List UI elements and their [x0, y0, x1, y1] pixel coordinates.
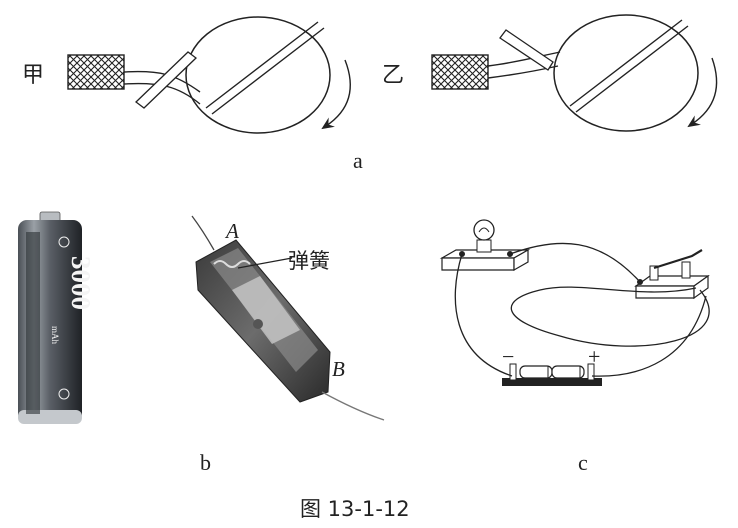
- caption-c: c: [578, 450, 588, 475]
- yi-wire: [487, 51, 561, 67]
- yi-chord: [569, 19, 689, 113]
- spring-pointer: [237, 257, 293, 269]
- spring: [213, 260, 251, 268]
- panel-a-jia: 甲: [22, 16, 351, 134]
- battery-plus-mark: [58, 236, 70, 248]
- yi-handle: [431, 54, 489, 90]
- yi-strip: [499, 29, 554, 71]
- caption-a: a: [353, 148, 363, 173]
- bulb-icon: [473, 219, 495, 241]
- panel-a-yi: 乙: [382, 14, 718, 132]
- battery-pack: [502, 363, 602, 386]
- battery-unit: mAh: [50, 326, 60, 345]
- point-b-label: B: [332, 357, 345, 381]
- jia-rotation-arrow: [321, 59, 351, 130]
- switch: [634, 249, 710, 300]
- panel-b: 3000 mAh A B 弹簧 b: [18, 211, 385, 475]
- minus-sign: −: [502, 344, 514, 369]
- bulb-board: [439, 219, 531, 272]
- label-yi: 乙: [382, 63, 404, 88]
- jia-handle: [67, 54, 125, 90]
- battery-holder: [191, 215, 385, 421]
- wire-a: [191, 215, 215, 251]
- battery-capacity: 3000: [66, 256, 96, 310]
- figure-caption: 图 13-1-12: [300, 497, 410, 521]
- battery-minus-mark: [58, 388, 70, 400]
- wire-b: [321, 391, 385, 421]
- cell-1: [519, 365, 553, 379]
- jia-loop: [185, 16, 331, 134]
- circuit-wire-bulb-switch: [509, 242, 641, 283]
- label-jia: 甲: [22, 63, 44, 88]
- plus-sign: +: [588, 344, 600, 369]
- switch-lever: [653, 249, 703, 270]
- circuit-wire-bulb-minus: [454, 253, 513, 377]
- jia-strip: [134, 51, 198, 109]
- panel-c: − + c: [439, 219, 710, 475]
- circuit-wire-plus: [591, 295, 707, 377]
- spring-label: 弹簧: [288, 249, 330, 273]
- yi-loop: [553, 14, 699, 132]
- jia-chord: [205, 21, 325, 115]
- yi-rotation-arrow: [687, 57, 718, 128]
- point-a-label: A: [224, 219, 239, 243]
- cell-2: [551, 365, 585, 379]
- yi-wire-lower: [487, 65, 559, 79]
- aa-battery: 3000 mAh: [18, 211, 96, 424]
- caption-b: b: [200, 450, 211, 475]
